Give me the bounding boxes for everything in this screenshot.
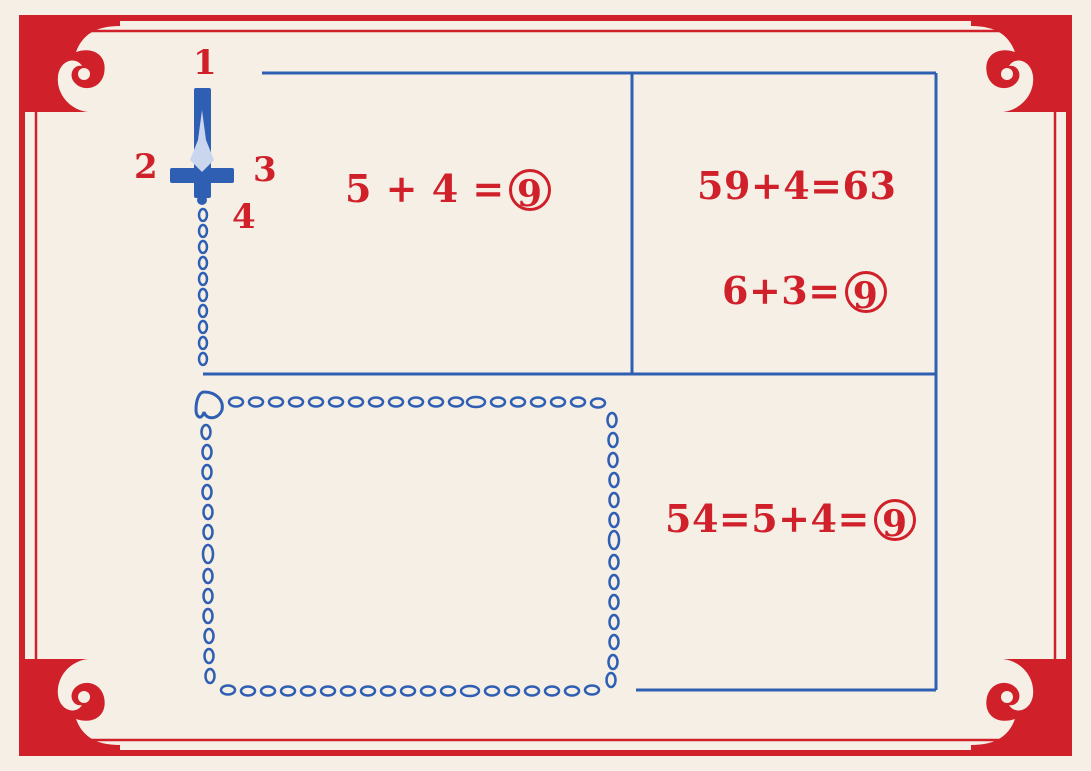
equation-text: 5 + 4 = xyxy=(345,166,505,211)
equation-top-right-line2: 6+3=9 xyxy=(722,272,887,313)
equation-text: 54=5+4= xyxy=(665,496,870,541)
circled-result: 9 xyxy=(874,499,916,541)
equation-text: 6+3= xyxy=(722,268,841,313)
circled-result: 9 xyxy=(509,169,551,211)
equation-top-left: 5 + 4 =9 xyxy=(345,170,551,211)
equation-bottom-right: 54=5+4=9 xyxy=(665,500,916,541)
cross-label-4: 4 xyxy=(232,200,256,234)
cross-label-1: 1 xyxy=(193,46,217,80)
circled-result: 9 xyxy=(845,271,887,313)
cross-label-3: 3 xyxy=(253,153,277,187)
equation-top-right-line1: 59+4=63 xyxy=(697,167,896,205)
equation-text: 59+4=63 xyxy=(697,163,896,208)
cross-label-2: 2 xyxy=(134,150,158,184)
